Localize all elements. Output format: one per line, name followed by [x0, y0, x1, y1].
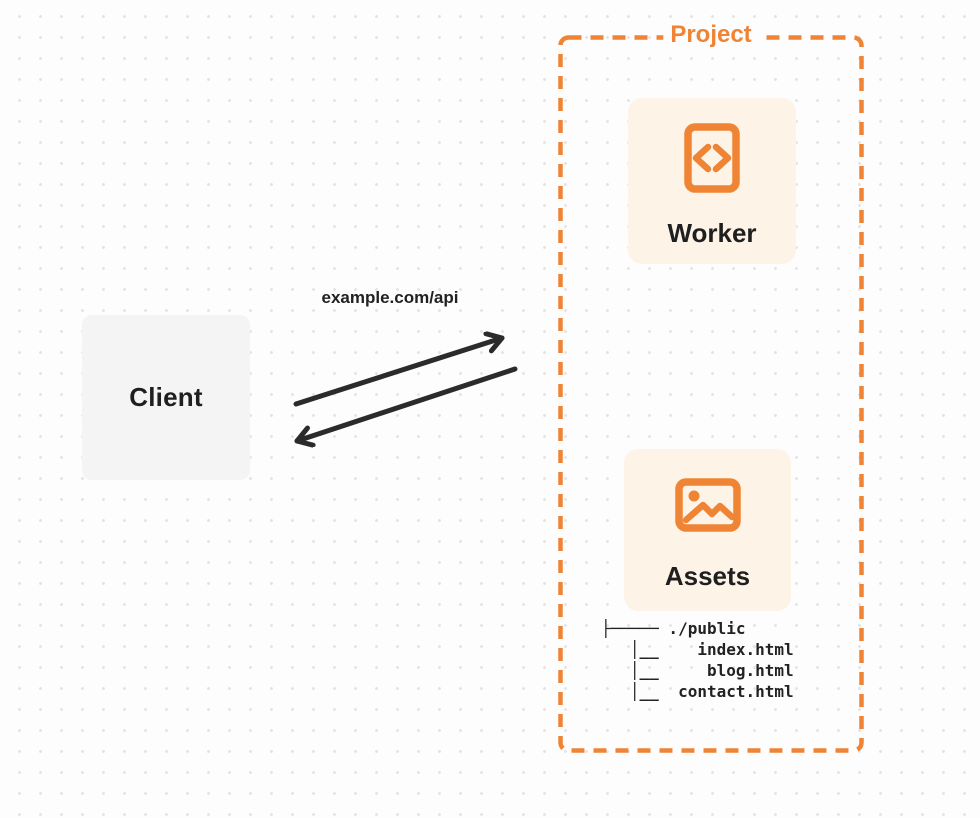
- response-arrow: [294, 366, 518, 441]
- request-arrow: [293, 338, 505, 407]
- project-label: Project: [663, 20, 759, 50]
- tree-line-contact: │__ contact.html: [601, 682, 794, 701]
- tree-line-root: ├───── ./public: [601, 619, 746, 638]
- project-container: Project Worker Assets ├───── ./public │_…: [558, 20, 864, 753]
- client-label: Client: [129, 382, 203, 412]
- assets-node: Assets: [624, 449, 791, 611]
- tree-line-blog: │__ blog.html: [601, 661, 794, 680]
- worker-node: Worker: [628, 98, 796, 264]
- assets-file-tree: ├───── ./public │__ index.html │__ blog.…: [601, 618, 794, 702]
- request-url-label: example.com/api: [321, 288, 459, 307]
- tree-line-index: │__ index.html: [601, 640, 794, 659]
- client-node: Client: [82, 315, 250, 480]
- worker-label: Worker: [667, 218, 757, 248]
- assets-label: Assets: [664, 561, 751, 591]
- image-icon: [674, 478, 741, 532]
- code-file-icon: [684, 123, 740, 193]
